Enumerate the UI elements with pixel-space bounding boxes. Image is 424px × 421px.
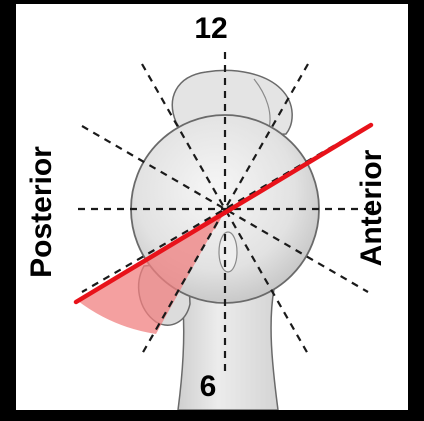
posterior-label: Posterior (25, 146, 59, 278)
clock-label-12: 12 (181, 12, 241, 46)
anterior-label: Anterior (355, 150, 389, 267)
bicipital-groove (219, 232, 237, 272)
humeral-head-clock-diagram (16, 4, 408, 410)
diagram-panel (16, 4, 408, 410)
clock-label-6: 6 (188, 370, 228, 404)
